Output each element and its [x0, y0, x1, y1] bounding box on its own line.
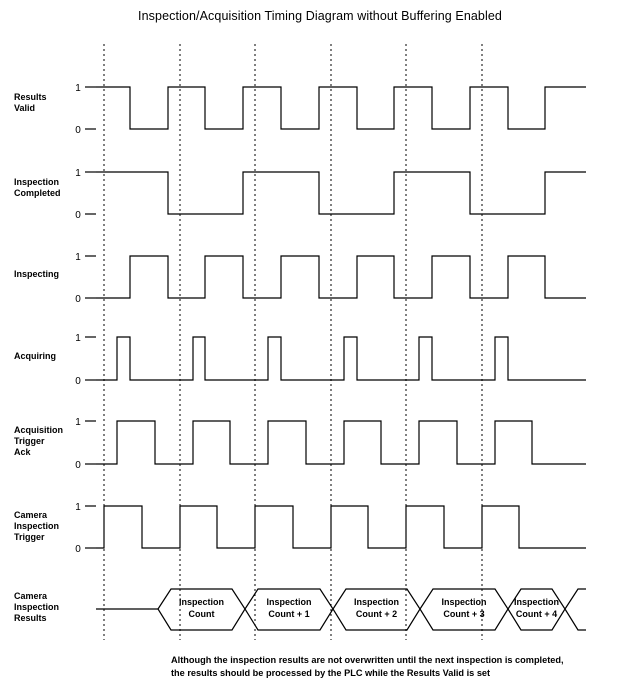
axis-low-inspection-completed: 0 — [75, 210, 81, 221]
signal-label-acquisition-trigger-ack: Ack — [14, 447, 32, 457]
footnote: Although the inspection results are not … — [171, 654, 631, 679]
signal-label-inspection-completed: Completed — [14, 188, 61, 198]
bus-tail — [564, 588, 586, 631]
bus-segment-label-2: Count + 2 — [356, 609, 397, 619]
axis-high-camera-inspection-trigger: 1 — [75, 502, 81, 513]
signal-label-camera-inspection-results: Inspection — [14, 602, 59, 612]
axis-high-inspecting: 1 — [75, 252, 81, 263]
axis-low-acquiring: 0 — [75, 376, 81, 387]
signal-label-acquisition-trigger-ack: Acquisition — [14, 425, 63, 435]
axis-low-acquisition-trigger-ack: 0 — [75, 460, 81, 471]
axis-low-inspecting: 0 — [75, 294, 81, 305]
bus-segment-label-0: Count — [189, 609, 215, 619]
signal-label-acquisition-trigger-ack: Trigger — [14, 436, 45, 446]
waveform-inspection-completed — [96, 171, 586, 215]
axis-low-camera-inspection-trigger: 0 — [75, 544, 81, 555]
waveform-inspecting — [96, 255, 586, 299]
bus-segment-label-1: Inspection — [266, 597, 311, 607]
gridline-group — [103, 44, 483, 640]
waveform-camera-inspection-trigger — [96, 505, 586, 549]
bus-segment-label-2: Inspection — [354, 597, 399, 607]
signal-label-camera-inspection-trigger: Inspection — [14, 521, 59, 531]
signal-group: 10ResultsValid10InspectionCompleted10Ins… — [14, 83, 586, 555]
bus-segment-label-4: Count + 4 — [516, 609, 557, 619]
axis-low-results-valid: 0 — [75, 125, 81, 136]
signal-label-camera-inspection-results: Results — [14, 613, 47, 623]
axis-high-acquiring: 1 — [75, 333, 81, 344]
page-title: Inspection/Acquisition Timing Diagram wi… — [138, 9, 502, 23]
signal-label-camera-inspection-results: Camera — [14, 591, 48, 601]
bus-segment-label-0: Inspection — [179, 597, 224, 607]
signal-label-results-valid: Results — [14, 92, 47, 102]
waveform-acquiring — [96, 336, 586, 381]
signal-label-inspection-completed: Inspection — [14, 177, 59, 187]
bus-segment-label-3: Inspection — [441, 597, 486, 607]
footnote-line-2: the results should be processed by the P… — [171, 667, 491, 678]
waveform-results-valid — [96, 86, 586, 130]
axis-high-inspection-completed: 1 — [75, 168, 81, 179]
signal-label-results-valid: Valid — [14, 103, 35, 113]
signal-label-camera-inspection-trigger: Camera — [14, 510, 48, 520]
bus-segment-label-1: Count + 1 — [268, 609, 309, 619]
footnote-line-1: Although the inspection results are not … — [171, 655, 564, 665]
signal-label-inspecting: Inspecting — [14, 269, 59, 279]
waveform-acquisition-trigger-ack — [96, 420, 586, 465]
signal-label-acquiring: Acquiring — [14, 351, 56, 361]
signal-label-camera-inspection-trigger: Trigger — [14, 532, 45, 542]
bus-segment-label-4: Inspection — [514, 597, 559, 607]
bus-segment-label-3: Count + 3 — [443, 609, 484, 619]
axis-high-acquisition-trigger-ack: 1 — [75, 417, 81, 428]
axis-high-results-valid: 1 — [75, 83, 81, 94]
bus-group: CameraInspectionResultsInspectionCountIn… — [14, 588, 586, 631]
